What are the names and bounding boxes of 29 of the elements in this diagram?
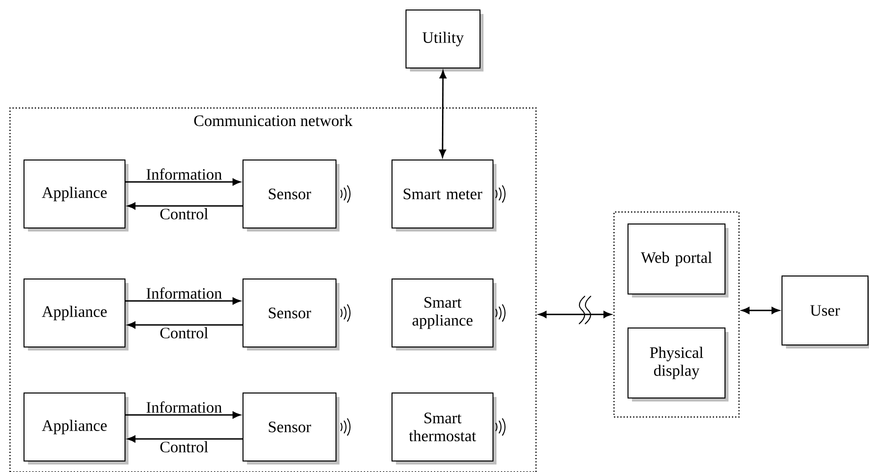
- process-box: Sensor: [242, 278, 340, 350]
- process-box: Utility: [406, 10, 484, 72]
- process-box: Sensor: [242, 392, 340, 464]
- process-box: Web portal: [628, 223, 728, 298]
- process-box: Smart meter: [392, 159, 496, 232]
- arrow: [128, 202, 242, 210]
- arrow: [439, 70, 446, 158]
- arrow: [126, 298, 240, 304]
- edge-label: Information: [146, 401, 222, 413]
- process-box: Smart thermostat: [392, 392, 496, 464]
- group-box: [613, 211, 740, 418]
- arrow: [128, 436, 242, 442]
- process-box: Physical display: [628, 327, 728, 402]
- process-box: Appliance: [24, 159, 128, 232]
- process-box: Sensor: [242, 159, 340, 232]
- arrow: [742, 307, 780, 314]
- process-box: Appliance: [24, 392, 128, 464]
- edge-label: Control: [160, 208, 208, 220]
- process-box: Smart appliance: [392, 278, 496, 350]
- arrow: [126, 178, 240, 186]
- arrow: [126, 412, 240, 418]
- edge-label: Information: [146, 168, 222, 180]
- edge-label: Information: [146, 287, 222, 299]
- arrow: [538, 311, 612, 318]
- edge-label: Control: [160, 441, 208, 452]
- process-box: Appliance: [24, 278, 128, 350]
- edge-label: Control: [160, 327, 208, 338]
- process-box: User: [782, 275, 869, 348]
- arrow: [128, 322, 242, 328]
